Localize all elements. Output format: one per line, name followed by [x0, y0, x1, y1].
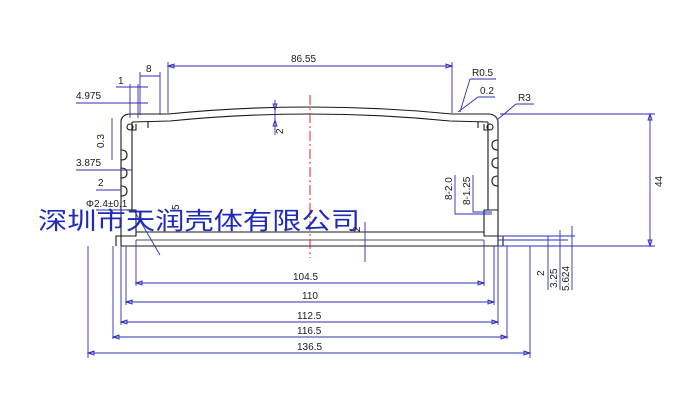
dim-2-top: 2 — [275, 128, 286, 134]
dim-1: 1 — [118, 76, 124, 87]
enclosure-profile — [115, 106, 504, 247]
company-watermark: 深圳市天润壳体有限公司 — [38, 207, 360, 235]
dim-110: 110 — [302, 291, 318, 302]
dim-5-624: 5.624 — [561, 266, 572, 291]
dim-2-inner: 2 — [352, 226, 363, 232]
dim-112-5: 112.5 — [297, 311, 322, 322]
dim-0-2: 0.2 — [480, 86, 494, 97]
dim-116-5: 116.5 — [297, 326, 322, 337]
dim-4-975: 4.975 — [76, 91, 101, 102]
dim-3-875: 3.875 — [76, 158, 101, 169]
dimension-labels: 86.55 8 1 4.975 0.3 3.875 2 Φ2.4±0.1 R0.… — [76, 54, 665, 353]
dim-slot-2: 8-2.0 — [444, 177, 455, 200]
dimension-lines — [76, 62, 655, 358]
dim-slot-1-25: 8-1.25 — [462, 176, 473, 205]
dim-0-3: 0.3 — [96, 134, 107, 148]
dim-2-right: 2 — [536, 270, 547, 276]
screw-boss-left — [126, 123, 134, 131]
dim-3-25: 3.25 — [549, 268, 560, 288]
dim-r3: R3 — [518, 93, 531, 104]
dim-r0-5: R0.5 — [472, 68, 494, 79]
dim-8: 8 — [146, 64, 152, 75]
dim-2-left: 2 — [98, 178, 104, 189]
dim-fragment: 5 — [171, 204, 182, 210]
dim-136-5: 136.5 — [297, 342, 322, 353]
screw-boss-right — [486, 123, 494, 131]
dim-104-5: 104.5 — [293, 272, 318, 283]
dim-hole: Φ2.4±0.1 — [86, 199, 128, 210]
dim-86-55: 86.55 — [291, 54, 316, 65]
dim-44: 44 — [654, 175, 665, 187]
